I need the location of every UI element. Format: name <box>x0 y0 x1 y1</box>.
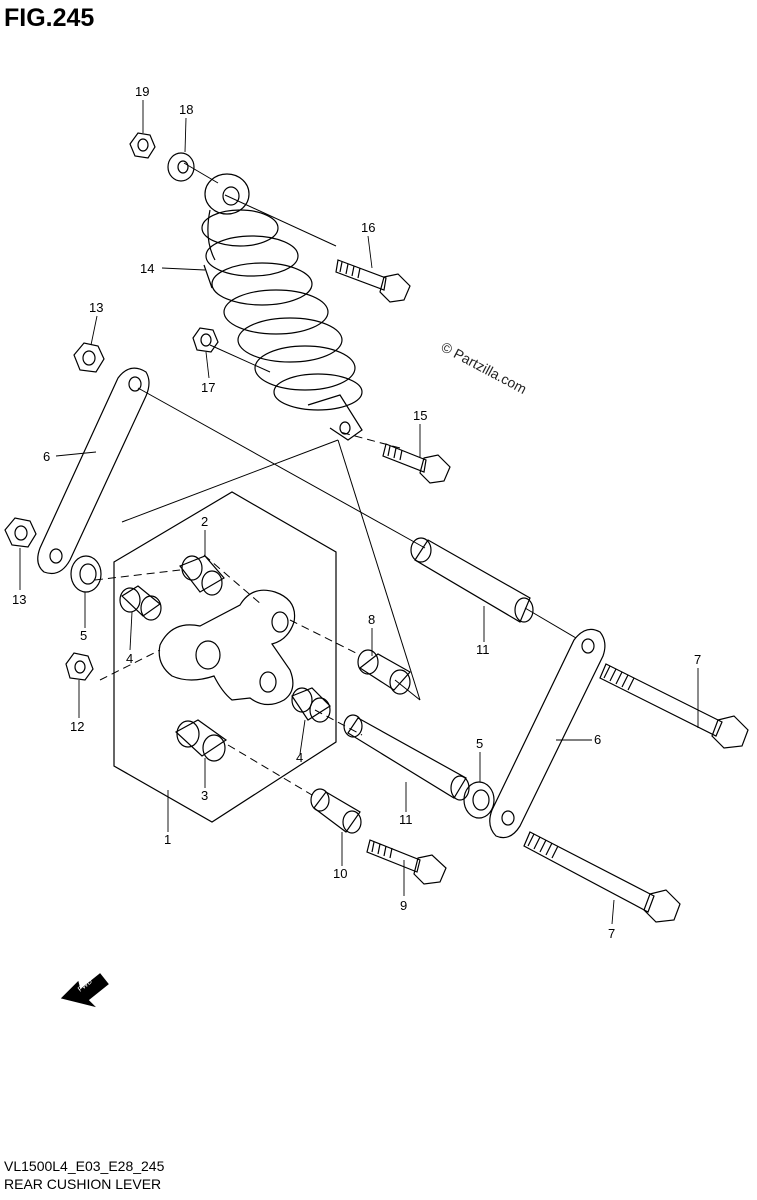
bolt-9 <box>366 839 447 885</box>
callout-4-right: 4 <box>296 750 303 765</box>
callout-15: 15 <box>413 408 427 423</box>
sleeve-11-lower <box>343 714 470 801</box>
callout-8: 8 <box>368 612 375 627</box>
callout-14: 14 <box>140 261 154 276</box>
callout-5-right: 5 <box>476 736 483 751</box>
dashed-guides <box>94 431 401 796</box>
figure-title: FIG.245 <box>4 4 95 32</box>
bearing-3 <box>174 719 228 762</box>
bolt-7-upper <box>599 663 749 749</box>
callout-5-left: 5 <box>80 628 87 643</box>
callout-11-upper: 11 <box>476 642 490 657</box>
callout-1: 1 <box>164 832 171 847</box>
assembly-outline <box>113 491 337 823</box>
callout-13-upper: 13 <box>89 300 103 315</box>
callout-16: 16 <box>361 220 375 235</box>
rear-shock-14 <box>201 173 363 441</box>
fwd-arrow-icon <box>60 973 109 1008</box>
callout-19: 19 <box>135 84 149 99</box>
callout-13-lower: 13 <box>12 592 26 607</box>
callout-12: 12 <box>70 719 84 734</box>
callout-2: 2 <box>201 514 208 529</box>
washer-5-left <box>70 555 102 593</box>
leader-lines <box>19 100 699 925</box>
collar-10 <box>310 788 362 834</box>
callout-6-right: 6 <box>594 732 601 747</box>
callout-4-left: 4 <box>126 651 133 666</box>
nut-19 <box>129 132 156 159</box>
bolt-7-lower <box>523 831 681 923</box>
callout-7-lower: 7 <box>608 926 615 941</box>
callout-11-lower: 11 <box>399 812 413 827</box>
footer-code: VL1500L4_E03_E28_245 <box>4 1158 165 1174</box>
footer-title: REAR CUSHION LEVER <box>4 1176 162 1192</box>
bearing-4-left <box>119 585 162 621</box>
bolt-16 <box>335 259 411 303</box>
callout-18: 18 <box>179 102 193 117</box>
bolt-15 <box>382 443 451 484</box>
callout-6-left: 6 <box>43 449 50 464</box>
callout-3: 3 <box>201 788 208 803</box>
bearing-4-right <box>291 687 331 723</box>
callout-17: 17 <box>201 380 215 395</box>
nut-13-lower <box>4 517 37 548</box>
link-6-left <box>37 367 150 575</box>
callout-7-upper: 7 <box>694 652 701 667</box>
cushion-lever-1 <box>158 589 296 706</box>
nut-13-upper <box>73 342 105 373</box>
collar-8 <box>357 649 411 695</box>
guide-lines <box>121 162 577 701</box>
link-6-right <box>489 628 606 839</box>
bearing-2 <box>179 555 225 596</box>
washer-18 <box>167 152 195 182</box>
washer-5-right <box>463 781 495 819</box>
sleeve-11-upper <box>410 537 534 623</box>
callout-9: 9 <box>400 898 407 913</box>
nut-17 <box>192 327 219 353</box>
watermark: © Partzilla.com <box>439 339 530 397</box>
nut-12 <box>65 652 94 681</box>
callout-10: 10 <box>333 866 347 881</box>
